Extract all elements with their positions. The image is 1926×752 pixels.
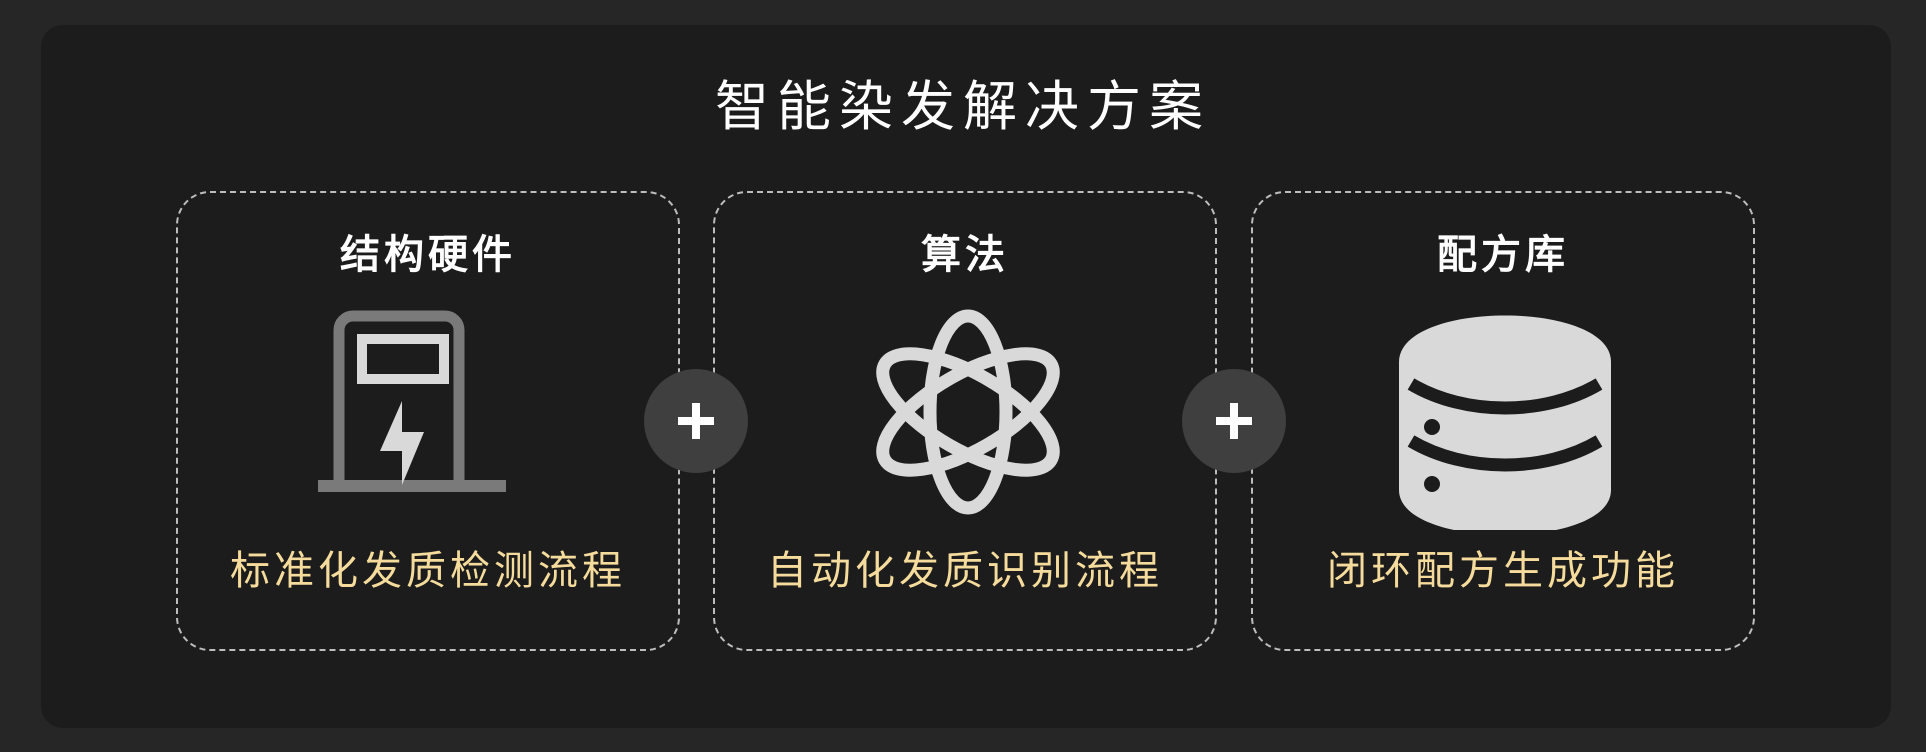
plus-icon bbox=[644, 369, 748, 473]
database-icon bbox=[1399, 315, 1611, 530]
card-subtitle-algorithm: 自动化发质识别流程 bbox=[767, 548, 1163, 594]
card-subtitle-formula-library: 闭环配方生成功能 bbox=[1327, 548, 1679, 594]
card-title-formula-library: 配方库 bbox=[1437, 232, 1569, 278]
atom-icon bbox=[876, 309, 1060, 515]
charging-station-icon bbox=[318, 310, 506, 492]
plus-icon bbox=[1182, 369, 1286, 473]
page-title: 智能染发解决方案 bbox=[715, 75, 1211, 138]
card-title-algorithm: 算法 bbox=[921, 232, 1009, 278]
card-title-hardware: 结构硬件 bbox=[340, 232, 516, 278]
card-subtitle-hardware: 标准化发质检测流程 bbox=[230, 548, 626, 594]
